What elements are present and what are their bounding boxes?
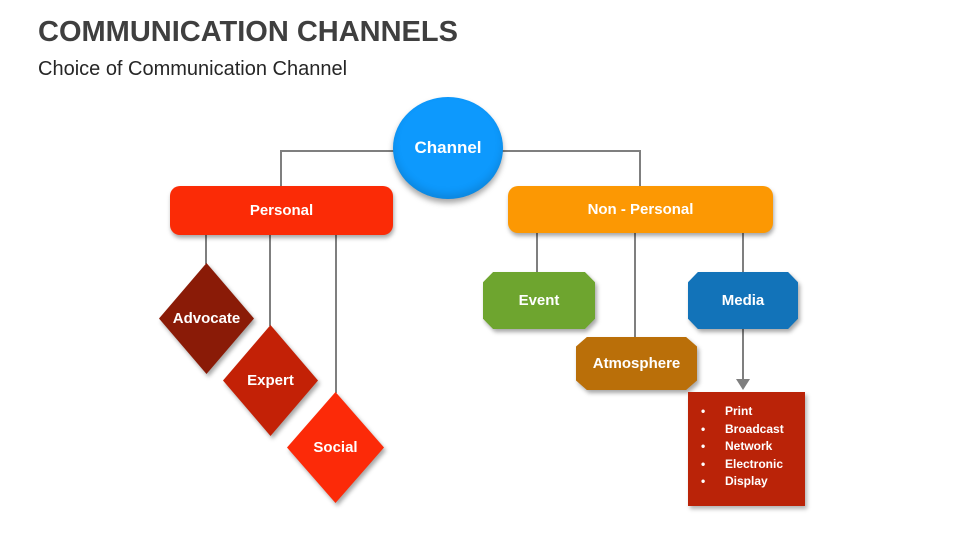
list-item: Electronic: [701, 458, 805, 470]
node-event: Event: [483, 272, 595, 329]
social-diamond-shape: Social: [287, 392, 384, 503]
node-media-label: Media: [721, 292, 765, 309]
media-items-box: Print Broadcast Network Electronic Displ…: [688, 392, 805, 506]
media-octagon-shape: Media: [688, 272, 798, 329]
node-atmosphere: Atmosphere: [576, 337, 697, 390]
node-advocate-label: Advocate: [172, 310, 241, 327]
list-item: Print: [701, 405, 805, 417]
media-items-list: Print Broadcast Network Electronic Displ…: [688, 392, 805, 487]
node-expert: Expert: [223, 325, 318, 436]
list-item: Network: [701, 440, 805, 452]
node-channel: Channel: [393, 97, 503, 199]
node-non-personal: Non - Personal: [508, 186, 773, 233]
connector-nonpersonal-atmosphere: [634, 232, 636, 338]
event-octagon-shape: Event: [483, 272, 595, 329]
page-subtitle: Choice of Communication Channel: [38, 58, 348, 80]
node-expert-label: Expert: [247, 372, 294, 389]
arrow-down-icon: [736, 379, 750, 390]
connector-personal-advocate: [205, 234, 207, 264]
connector-personal-expert: [269, 234, 271, 326]
node-advocate: Advocate: [159, 263, 254, 374]
node-personal: Personal: [170, 186, 393, 235]
node-non-personal-label: Non - Personal: [587, 201, 694, 218]
list-item: Broadcast: [701, 423, 805, 435]
connector-media-list: [742, 329, 744, 381]
node-channel-label: Channel: [414, 138, 482, 157]
node-atmosphere-label: Atmosphere: [592, 355, 681, 372]
connector-nonpersonal-media: [742, 232, 744, 273]
list-item: Display: [701, 475, 805, 487]
atmosphere-octagon-shape: Atmosphere: [576, 337, 697, 390]
connector-channel-nonpersonal: [639, 150, 641, 186]
node-social: Social: [287, 392, 384, 503]
connector-channel-personal: [280, 150, 282, 186]
node-personal-label: Personal: [249, 202, 314, 219]
page-title: COMMUNICATION CHANNELS: [38, 16, 458, 48]
node-media: Media: [688, 272, 798, 329]
node-social-label: Social: [313, 439, 358, 456]
node-event-label: Event: [518, 292, 560, 309]
connector-personal-social: [335, 234, 337, 393]
connector-nonpersonal-event: [536, 232, 538, 273]
